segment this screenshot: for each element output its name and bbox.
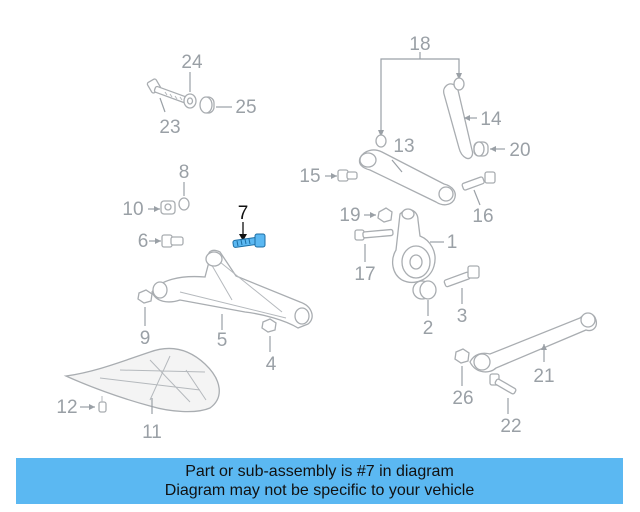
link-13-icon [358,149,456,206]
callout-4: 4 [266,354,277,375]
callout-25: 25 [235,97,256,118]
callout-24: 24 [181,52,203,73]
callout-9: 9 [140,328,151,349]
callout-12: 12 [56,397,77,418]
clip-12-icon [98,396,107,413]
nut-4-icon [261,318,277,333]
bolt-17-icon [354,228,394,241]
callout-15: 15 [299,166,320,187]
callout-20: 20 [509,140,530,161]
callout-8: 8 [179,162,190,183]
callout-5: 5 [217,330,228,351]
bolt-7-icon [232,233,266,248]
callout-2: 2 [423,318,434,339]
link-14-icon [442,77,474,160]
bolt-22-icon [489,373,517,395]
washer-13a-icon [375,134,387,148]
bolt-15-icon [337,169,358,182]
callout-10: 10 [122,199,143,220]
callout-13: 13 [393,136,414,157]
callout-21: 21 [533,366,554,387]
link-21-icon [469,312,598,373]
nut-26-icon [454,348,470,364]
callout-3: 3 [457,306,468,327]
callout-17: 17 [354,264,375,285]
bolt-6-icon [161,234,184,248]
banner-line-2: Diagram may not be specific to your vehi… [164,482,475,499]
callout-14: 14 [480,109,502,130]
callout-7[interactable]: 7 [238,203,249,224]
knuckle-1-icon [391,208,436,283]
washer-8-icon [178,197,190,211]
nut-19-icon [377,207,393,223]
bushing-20-icon [473,141,489,157]
info-banner: Part or sub-assembly is #7 in diagram Di… [16,458,623,504]
callout-26: 26 [452,388,473,409]
callout-19: 19 [339,205,360,226]
callout-18: 18 [409,34,430,55]
bolt-3-icon [443,265,480,288]
callout-22: 22 [500,416,521,437]
callout-16: 16 [472,206,493,227]
callout-6: 6 [138,231,149,252]
bushing-2-icon [412,280,437,300]
nut-9-icon [137,289,153,304]
washer-24-icon [183,93,197,109]
banner-line-1: Part or sub-assembly is #7 in diagram [185,463,454,480]
callout-23: 23 [159,117,180,138]
callout-1: 1 [447,232,458,253]
bolt-16-icon [461,171,496,191]
control-arm-5-icon [151,249,313,329]
nut-10-icon [160,200,176,215]
shield-11-icon [63,347,220,413]
bolt-23-icon [146,78,189,104]
callout-11: 11 [142,422,162,443]
bushing-25-icon [199,96,215,114]
